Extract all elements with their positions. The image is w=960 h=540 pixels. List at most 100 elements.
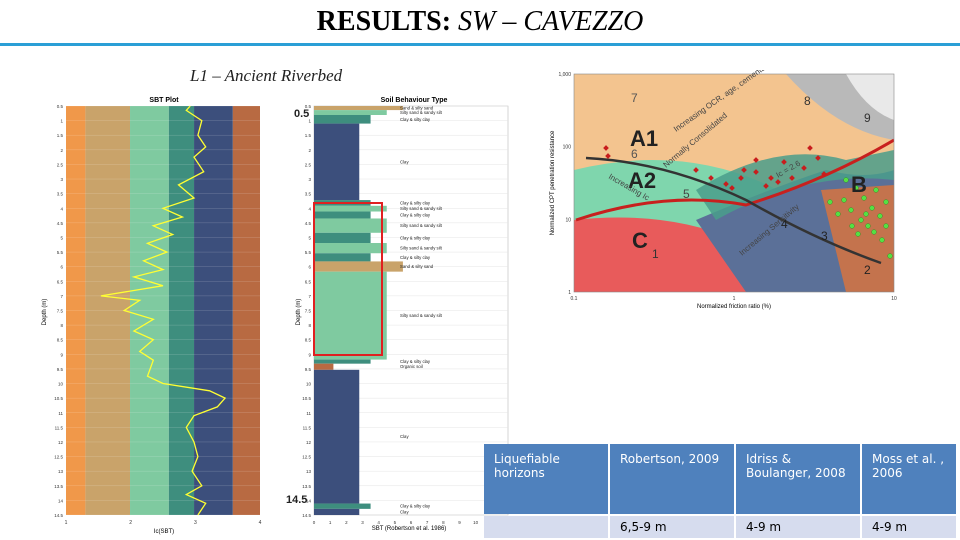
sbt-depth-tick-label: 10 (58, 382, 64, 387)
sbt-column-x-tick-label: 7 (426, 520, 429, 525)
sbt-layer (314, 508, 360, 515)
red-data-point (775, 179, 781, 185)
zone-8: 8 (804, 94, 811, 108)
liquefiable-highlight-box (313, 202, 383, 356)
sbt-layer (314, 503, 371, 509)
sbt-depth-tick-label: 12.5 (54, 455, 63, 460)
sbt-layer (314, 106, 403, 111)
red-data-point (605, 153, 611, 159)
sbt-layer-label: Organic soil (400, 364, 423, 369)
robertson-x-tick-label: 1 (733, 296, 736, 302)
sbt-column-depth-tick-label: 4 (308, 206, 311, 211)
red-data-point (789, 175, 795, 181)
sbt-x-tick-label: 4 (259, 520, 262, 526)
sbt-layer (314, 253, 371, 262)
sbt-column-depth-tick-label: 14 (306, 498, 312, 503)
zone-2: 2 (864, 263, 871, 277)
green-data-point (869, 205, 875, 211)
red-data-point (753, 157, 759, 163)
liquefiable-horizons-table: Liquefiable horizons Robertson, 2009 Idr… (482, 442, 958, 540)
sbt-layer (314, 369, 360, 504)
zone-9: 9 (864, 111, 871, 125)
sbt-layer-label: Sand & silty sand (400, 106, 434, 111)
robertson-y-tick-label: 10 (565, 217, 571, 223)
sbt-column-xlabel: SBT (Robertson et al. 1986) (372, 526, 447, 532)
sbt-depth-tick-label: 13.5 (54, 484, 63, 489)
table-cell: 4-9 m (736, 516, 860, 538)
zone-5: 5 (683, 187, 690, 201)
green-data-point (863, 211, 869, 217)
sbt-zone-band (130, 106, 169, 515)
sbt-layer-label: Clay & silty clay (400, 504, 431, 509)
sbt-zone-band (194, 106, 233, 515)
zone-6: 6 (631, 147, 638, 161)
sbt-depth-tick-label: 13 (58, 469, 64, 474)
table-header-cell: Liquefiable horizons (484, 444, 608, 514)
green-data-point (861, 195, 867, 201)
robertson-zones (574, 74, 894, 292)
robertson-frame (573, 73, 895, 293)
sbt-column-depth-tick-label: 1 (308, 119, 311, 124)
sbt-depth-tick-label: 9.5 (57, 367, 64, 372)
sbt-zone-band (85, 106, 131, 515)
green-data-point (858, 217, 864, 223)
zone-a1: A1 (630, 126, 658, 151)
bottom-depth-label: 14.5 (286, 494, 308, 506)
sbt-layer (314, 243, 387, 254)
sbt-layer (314, 363, 334, 370)
green-data-point (849, 223, 855, 229)
sbt-layer (314, 205, 387, 212)
robertson-xlabel: Normalized friction ratio (%) (697, 304, 771, 310)
sbt-depth-tick-label: 6.5 (57, 279, 64, 284)
sbt-plot-ylabel: Depth (m) (42, 299, 48, 326)
green-data-point (873, 187, 879, 193)
green-data-point (835, 211, 841, 217)
red-data-point (723, 181, 729, 187)
sbt-plot-title: SBT Plot (149, 97, 179, 104)
sbt-layer (314, 271, 387, 360)
sbt-column-depth-tick-label: 11.5 (303, 425, 312, 430)
sbt-depth-tick-label: 10.5 (54, 396, 63, 401)
ic-curve (100, 105, 227, 516)
sbt-layer-label: Clay & silty clay (400, 359, 431, 364)
sbt-zone-band (66, 106, 86, 515)
red-data-point (693, 167, 699, 173)
sbt-layer (314, 261, 403, 272)
sbt-layer-label: Clay (400, 159, 409, 164)
green-data-point (883, 199, 889, 205)
sbt-column-depth-tick-label: 6 (308, 265, 311, 270)
sbt-column-depth-tick-label: 14.5 (302, 513, 311, 518)
sbt-depth-tick-label: 7.5 (57, 309, 64, 314)
sbt-layer-label: Silty sand & sandy silt (400, 246, 443, 251)
green-data-point (855, 231, 861, 237)
sbt-column-x-tick-label: 5 (394, 520, 397, 525)
sbt-column-depth-tick-label: 8.5 (305, 338, 312, 343)
green-data-point (841, 197, 847, 203)
sbt-column-x-tick-label: 9 (458, 520, 461, 525)
sbt-column-depth-tick-label: 4.5 (305, 221, 312, 226)
sbt-column-ylabel: Depth (m) (296, 299, 302, 326)
zone-7: 7 (631, 91, 638, 105)
sbt-column-depth-tick-label: 2.5 (305, 162, 312, 167)
robertson-x-tick-label: 10 (891, 296, 897, 302)
sbt-depth-tick-label: 3.5 (57, 192, 64, 197)
sbt-column-depth-tick-label: 9 (308, 352, 311, 357)
robertson-y-tick-label: 1 (568, 290, 571, 296)
sbt-layer (314, 123, 360, 201)
table-cell: 4-9 m (862, 516, 956, 538)
sbt-layer-label: Silty sand & sandy silt (400, 110, 443, 115)
zone-4: 4 (781, 217, 788, 231)
sbt-column-title: Soil Behaviour Type (381, 97, 448, 104)
zone-group (66, 106, 260, 515)
sbt-column-depth-tick-label: 6.5 (305, 279, 312, 284)
zone-a2: A2 (628, 168, 656, 193)
green-data-point (879, 237, 885, 243)
sbt-column-depth-tick-label: 10.5 (302, 396, 311, 401)
sbt-column-depth-tick-label: 1.5 (305, 133, 312, 138)
sbt-depth-tick-label: 5.5 (57, 250, 64, 255)
sbt-depth-tick-label: 8.5 (57, 338, 64, 343)
sbt-depth-tick-label: 1.5 (57, 133, 64, 138)
table-header-cell: Idriss & Boulanger, 2008 (736, 444, 860, 514)
